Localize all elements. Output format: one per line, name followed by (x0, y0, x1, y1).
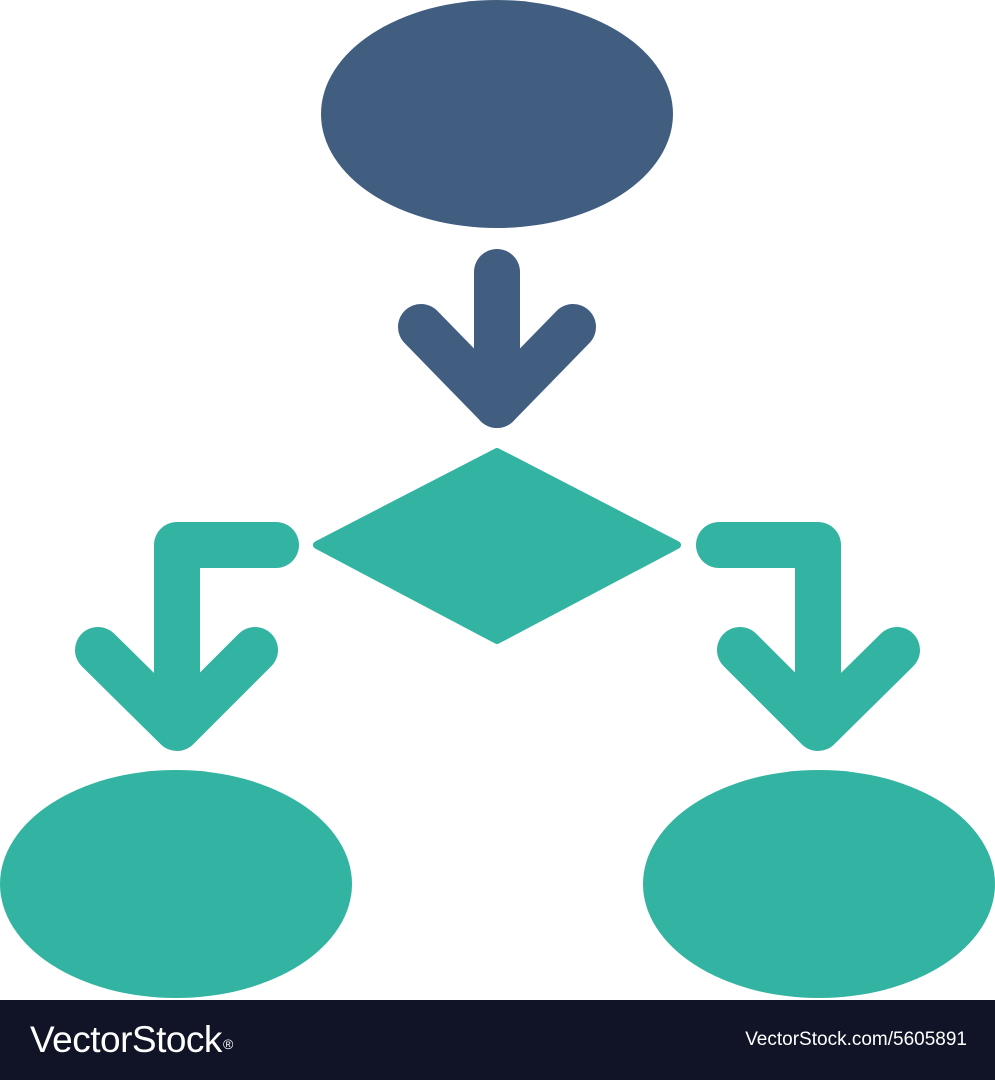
watermark-reference: VectorStock.com/5605891 (745, 1029, 967, 1050)
right-result-ellipse (643, 770, 995, 998)
arrow-down-icon (398, 249, 596, 428)
flowchart-icon (0, 0, 995, 998)
left-result-ellipse (0, 770, 352, 998)
watermark-brand-name: VectorStock (30, 1019, 222, 1060)
arrow-left-branch-icon (75, 522, 299, 751)
watermark-brand: VectorStock® (30, 1016, 233, 1064)
start-ellipse (321, 0, 673, 228)
arrow-right-branch-icon (696, 522, 920, 751)
watermark-footer: VectorStock® VectorStock.com/5605891 (0, 1000, 995, 1080)
decision-diamond (313, 448, 681, 644)
registered-mark: ® (222, 1036, 233, 1052)
